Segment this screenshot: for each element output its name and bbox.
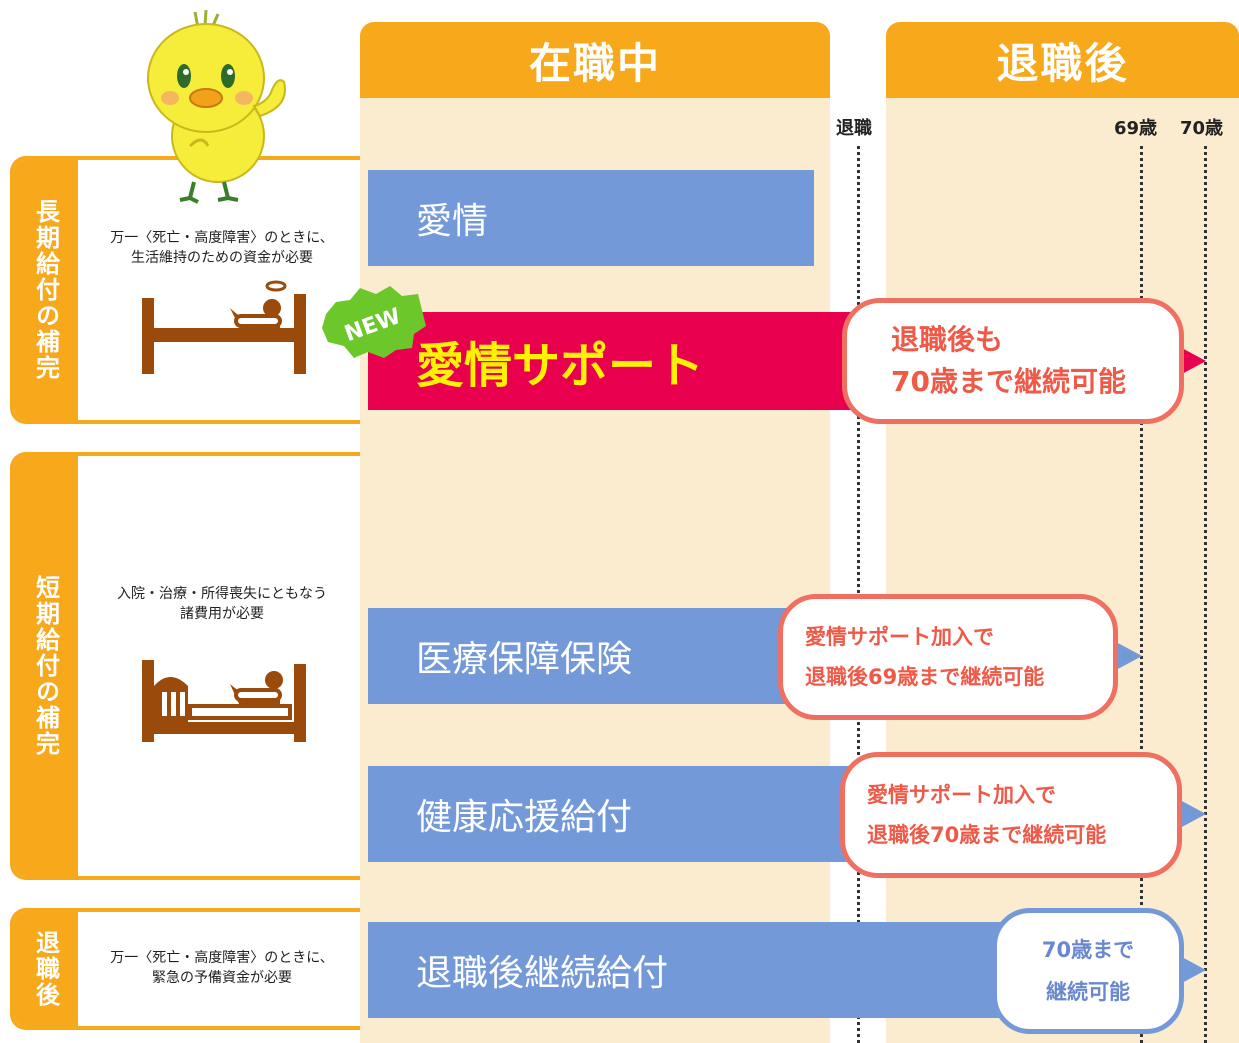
after-retirement-column	[886, 98, 1239, 1043]
arrow-support	[1180, 347, 1206, 375]
after-retirement-header: 退職後	[886, 22, 1239, 98]
hospital-bed-icon	[142, 660, 306, 742]
category-tab: 短期給付の補完	[14, 456, 78, 876]
new-badge: NEW	[322, 286, 426, 358]
bubble-retire: 70歳まで 継続可能	[992, 908, 1184, 1034]
bar-medical: 医療保障保険	[368, 608, 814, 704]
category-description: 万一〈死亡・高度障害〉のときに、 生活維持のための資金が必要	[110, 230, 334, 266]
bar-aijou-support: 愛情サポート	[368, 312, 888, 410]
arrow-medical	[1116, 642, 1142, 670]
arrow-health	[1180, 800, 1206, 828]
category-short-term: 短期給付の補完 入院・治療・所得喪失にともなう 諸費用が必要	[10, 452, 360, 880]
in-service-header: 在職中	[360, 22, 830, 98]
bubble-health: 愛情サポート加入で 退職後70歳まで継続可能	[840, 752, 1182, 878]
age-70-line	[1204, 146, 1207, 1043]
category-tab: 退職後	[14, 912, 78, 1026]
category-tab: 長期給付の補完	[14, 160, 78, 420]
retirement-label: 退職	[836, 118, 872, 139]
chick-mascot-icon	[147, 9, 286, 204]
bed-halo-icon	[142, 280, 306, 374]
bar-health: 健康応援給付	[368, 766, 868, 862]
age-69-label: 69歳	[1114, 118, 1158, 139]
age-69-line	[1140, 146, 1143, 1043]
category-retirement: 退職後 万一〈死亡・高度障害〉のときに、 緊急の予備資金が必要	[10, 908, 360, 1030]
category-description: 万一〈死亡・高度障害〉のときに、 緊急の予備資金が必要	[110, 950, 334, 986]
category-long-term: 長期給付の補完 万一〈死亡・高度障害〉のときに、 生活維持のための資金が必要	[10, 156, 360, 424]
bar-aijou: 愛情	[368, 170, 814, 266]
bubble-support: 退職後も 70歳まで継続可能	[842, 298, 1184, 424]
age-70-label: 70歳	[1180, 118, 1224, 139]
arrow-retire-continue	[1180, 956, 1206, 984]
category-description: 入院・治療・所得喪失にともなう 諸費用が必要	[117, 586, 327, 622]
bubble-medical: 愛情サポート加入で 退職後69歳まで継続可能	[778, 594, 1118, 720]
bar-retire-continue: 退職後継続給付	[368, 922, 1028, 1018]
